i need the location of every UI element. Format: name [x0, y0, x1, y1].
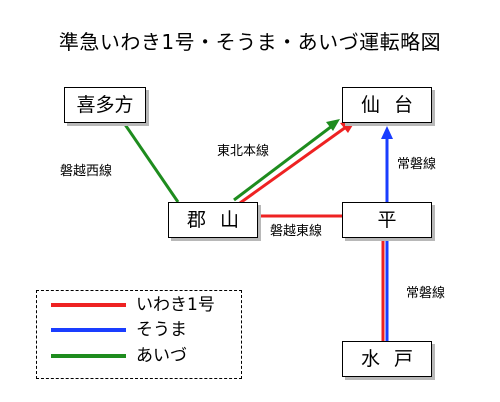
legend-label-aizu: あいづ — [136, 346, 187, 366]
arrow-tohoku-aizu — [326, 119, 340, 131]
label-joban-upper: 常磐線 — [397, 157, 437, 172]
legend-item-aizu: あいづ — [51, 345, 187, 367]
diagram-title: 準急いわき1号・そうま・あいづ運転略図 — [58, 30, 442, 54]
label-banetsu-east: 磐越東線 — [270, 224, 323, 239]
line-tohoku-aizu — [233, 124, 333, 202]
station-kitakata: 喜多方 — [64, 87, 146, 123]
legend: いわき1号 そうま あいづ — [36, 290, 242, 379]
arrow-joban-souma — [381, 126, 393, 139]
legend-label-souma: そうま — [136, 320, 187, 340]
legend-swatch-aizu — [51, 354, 126, 358]
station-sendai: 仙台 — [342, 87, 432, 123]
legend-item-iwaki: いわき1号 — [51, 294, 215, 316]
label-banetsu-west: 磐越西線 — [60, 164, 113, 179]
line-banetsu-west-aizu — [122, 122, 180, 203]
legend-item-souma: そうま — [51, 319, 187, 341]
label-tohoku-main: 東北本線 — [217, 144, 270, 159]
label-joban-lower: 常磐線 — [406, 286, 446, 301]
arrow-tohoku-iwaki — [340, 120, 356, 133]
station-mito: 水戸 — [342, 341, 432, 377]
legend-swatch-iwaki — [51, 303, 126, 307]
line-tohoku-iwaki — [239, 125, 347, 205]
legend-swatch-souma — [51, 328, 126, 332]
station-koriyama: 郡山 — [168, 202, 258, 238]
station-taira: 平 — [342, 202, 432, 238]
legend-label-iwaki: いわき1号 — [136, 295, 215, 315]
